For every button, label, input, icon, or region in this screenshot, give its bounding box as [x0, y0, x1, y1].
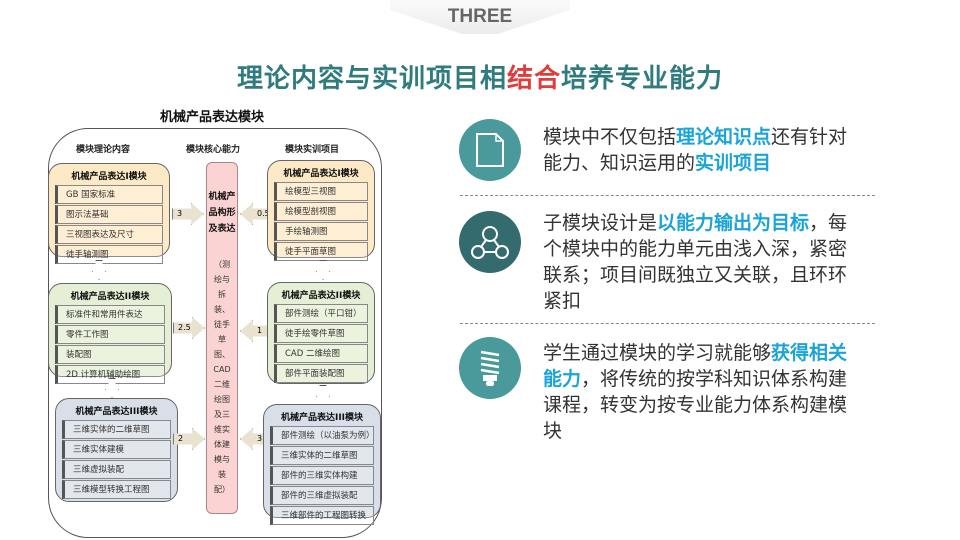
- practice-module-2: 机械产品表达II模块 部件测绘（平口钳） 徒手绘零件草图 CAD 二维绘图 部件…: [267, 282, 375, 384]
- divider: [460, 195, 875, 196]
- highlight-text: 实训项目: [695, 152, 772, 174]
- highlight-text: 理论知识点: [676, 126, 772, 148]
- module-item: 手绘轴测图: [274, 222, 368, 241]
- page-title: 理论内容与实训项目相结合培养专业能力: [0, 58, 960, 95]
- module-item: CAD 二维绘图: [274, 344, 368, 363]
- header-theory: 模块理论内容: [76, 145, 131, 155]
- module-title: 机械产品表达III模块: [280, 413, 364, 423]
- module-item: 徒手绘零件草图: [274, 324, 368, 343]
- module-item: 部件的三维虚拟装配: [270, 486, 374, 505]
- module-item: 徒手平面草图: [274, 242, 368, 261]
- module-item: 三维虚拟装配: [62, 460, 171, 479]
- practice-module-1: 机械产品表达I模块 绘模型三视图 绘模型剖视图 手绘轴测图 徒手平面草图: [267, 160, 375, 261]
- section-tab: THREE: [390, 0, 570, 34]
- network-icon: [459, 211, 521, 273]
- core-ability-column: 机械产品构形及表达 （测绘与拆装、徒手草图、CAD二维绘图及三维实体建模与装配）: [206, 162, 238, 514]
- module-item: GB 国家标准: [55, 185, 163, 204]
- module-item: 绘模型剖视图: [274, 202, 368, 221]
- core-detail: （测绘与拆装、徒手草图、CAD二维绘图及三维实体建模与装配）: [213, 260, 231, 494]
- body-text: ，将传统的按学科知识体系构建课程，转变为按专业能力体系构建模块: [543, 368, 848, 442]
- diagram-title: 机械产品表达模块: [160, 110, 265, 125]
- module-item: 三维实体的二维草图: [62, 420, 171, 439]
- theory-module-1: 机械产品表达I模块 GB 国家标准 图示法基础 三视图表达及尺寸 徒手轴测图: [48, 163, 170, 264]
- section-tab-label: THREE: [447, 6, 513, 27]
- core-title: 机械产品构形及表达: [208, 192, 236, 234]
- module-item: 图示法基础: [55, 205, 163, 224]
- title-part2: 培养专业能力: [561, 64, 724, 94]
- theory-module-2: 机械产品表达II模块 标准件和常用件表达 零件工作图 装配图 2D 计算机辅助绘…: [48, 283, 172, 384]
- module-item: 三维实体建模: [62, 440, 171, 459]
- document-icon: [459, 119, 521, 181]
- module-item: 装配图: [55, 345, 165, 364]
- module-item: 徒手轴测图: [55, 245, 163, 264]
- module-title: 机械产品表达II模块: [281, 291, 361, 301]
- body-text: ，每个模块中的能力单元由浅入深，紧密联系；项目间既独立又关联，且环环紧扣: [543, 212, 848, 312]
- divider: [460, 323, 875, 324]
- module-title: 机械产品表达I模块: [71, 172, 147, 182]
- theory-module-3: 机械产品表达III模块 三维实体的二维草图 三维实体建模 三维虚拟装配 三维模型…: [55, 398, 178, 502]
- module-item: 标准件和常用件表达: [55, 305, 165, 324]
- practice-module-3: 机械产品表达III模块 部件测绘（以油泵为例） 三维实体的二维草图 部件的三维实…: [263, 404, 381, 525]
- body-text: 学生通过模块的学习就能够: [543, 342, 772, 364]
- module-title: 机械产品表达I模块: [283, 169, 359, 179]
- point-3-text: 学生通过模块的学习就能够获得相关能力，将传统的按学科知识体系构建课程，转变为按专…: [543, 340, 863, 444]
- title-highlight: 结合: [506, 64, 561, 94]
- module-item: 绘模型三视图: [274, 182, 368, 201]
- module-item: 部件平面装配图: [274, 364, 368, 383]
- module-item: 部件测绘（平口钳）: [274, 304, 368, 323]
- body-text: 模块中不仅包括: [543, 126, 677, 148]
- highlight-text: 获得相关能力: [543, 342, 848, 390]
- module-item: 零件工作图: [55, 325, 165, 344]
- point-1-text: 模块中不仅包括理论知识点还有针对能力、知识运用的实训项目: [543, 124, 863, 176]
- title-part1: 理论内容与实训项目相: [236, 64, 507, 94]
- point-2-text: 子模块设计是以能力输出为目标，每个模块中的能力单元由浅入深，紧密联系；项目间既独…: [543, 210, 863, 314]
- header-core: 模块核心能力: [186, 145, 241, 155]
- module-item: 三维实体的二维草图: [270, 446, 374, 465]
- module-item: 三维模型转换工程图: [62, 480, 171, 499]
- highlight-text: 以能力输出为目标: [657, 212, 810, 234]
- module-title: 机械产品表达III模块: [75, 407, 158, 417]
- module-title: 机械产品表达II模块: [70, 292, 150, 302]
- module-item: 部件测绘（以油泵为例）: [270, 426, 375, 445]
- body-text: 子模块设计是: [543, 212, 658, 234]
- module-item: 三视图表达及尺寸: [55, 225, 163, 244]
- header-practice: 模块实训项目: [285, 145, 340, 155]
- lightbulb-icon: [459, 337, 521, 399]
- module-item: 三维部件的工程图转换: [270, 506, 374, 525]
- module-item: 部件的三维实体构建: [270, 466, 374, 485]
- body-text: 还有针对能力、知识运用的: [543, 126, 848, 174]
